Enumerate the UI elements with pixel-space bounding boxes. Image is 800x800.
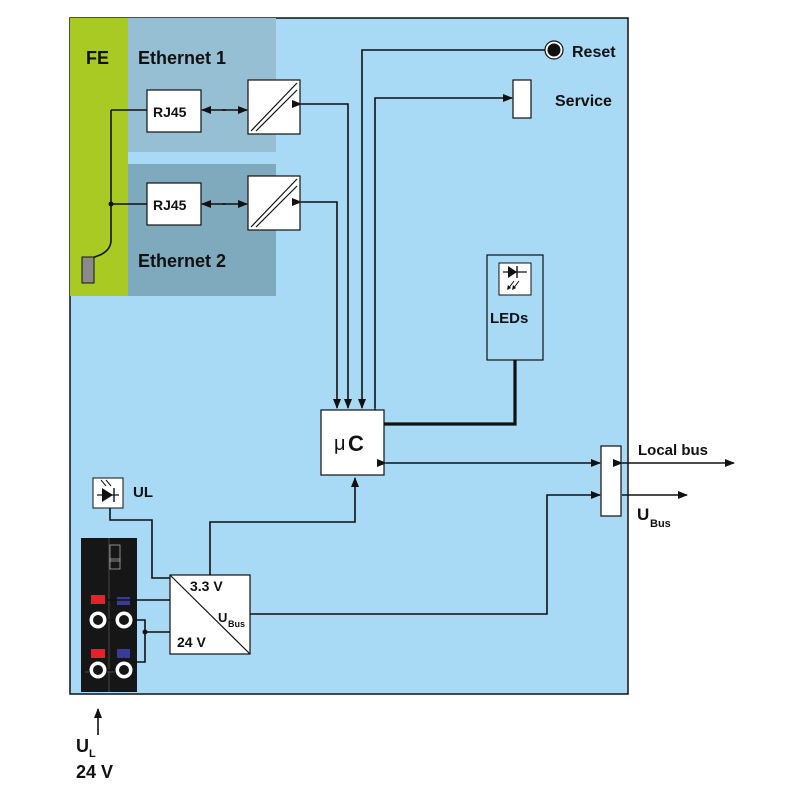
diode-icon: [92, 477, 124, 509]
leds-label: LEDs: [490, 310, 528, 327]
reset-label: Reset: [572, 44, 616, 61]
arrow-icon: [292, 198, 341, 409]
terminal-red-1: [88, 595, 108, 630]
converter-icon: [247, 175, 301, 231]
arrow-icon: [292, 100, 352, 409]
ethernet1-label: Ethernet 1: [138, 48, 226, 68]
fe-wire: [91, 110, 112, 259]
terminal-blue-1: [114, 597, 134, 630]
service-label: Service: [555, 93, 612, 110]
ubus-label-sub: Bus: [650, 518, 671, 530]
converter-icon: [247, 79, 301, 135]
local-bus-label: Local bus: [638, 442, 708, 459]
fe-ground-terminal: [81, 256, 95, 284]
ul-input-main: U: [76, 736, 89, 756]
mc-c: C: [348, 431, 364, 456]
ps-ubus-main: U: [218, 610, 227, 625]
microcontroller-block: [320, 409, 385, 476]
led-icon: [498, 262, 532, 296]
mc-mu: μ: [334, 433, 346, 455]
bus-connector: [600, 445, 622, 517]
fe-label: FE: [86, 48, 109, 68]
fe-zone: [70, 18, 128, 296]
ps-24v-label: 24 V: [177, 634, 206, 650]
reset-button-icon: [544, 40, 564, 60]
ps-ubus-sub: Bus: [228, 619, 245, 629]
arrow-icon: [371, 94, 513, 417]
led-bus-wire: [384, 360, 517, 426]
rj45-block-2: [146, 182, 202, 226]
rj45-label-2: RJ45: [153, 197, 187, 213]
rj45-label-1: RJ45: [153, 104, 187, 120]
voltage-24v-label: 24 V: [76, 762, 113, 782]
terminal-red-2: [88, 649, 108, 680]
ubus-label-main: U: [637, 505, 649, 524]
ul-input-sub: L: [89, 748, 96, 760]
terminal-blue-2: [114, 649, 134, 680]
rj45-block-1: [146, 89, 202, 133]
ps-3v3-label: 3.3 V: [190, 578, 223, 594]
ul-label: UL: [133, 484, 153, 501]
ethernet2-label: Ethernet 2: [138, 251, 226, 271]
service-switch: [512, 79, 532, 119]
